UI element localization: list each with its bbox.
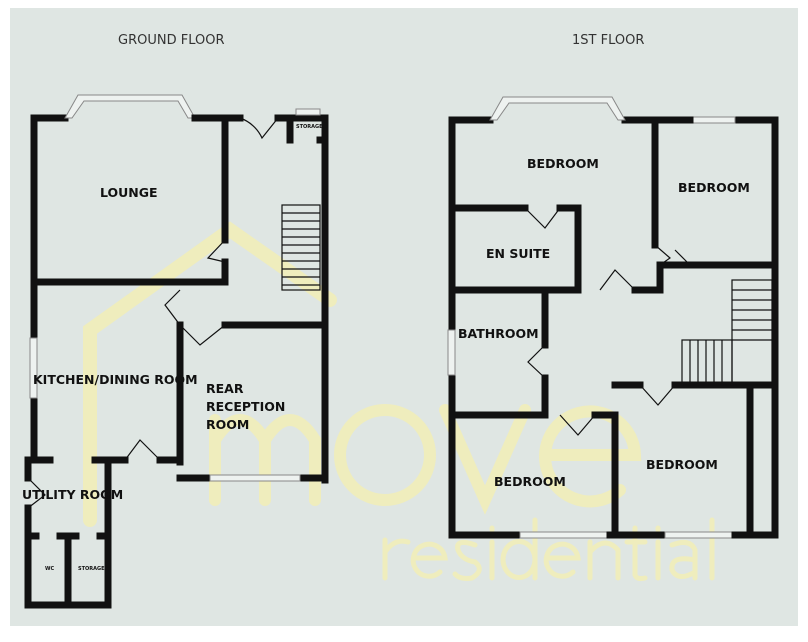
room-label-rear-reception: REAR bbox=[206, 381, 244, 396]
room-label-utility: UTILITY ROOM bbox=[22, 487, 123, 502]
ground-floor-title: GROUND FLOOR bbox=[118, 33, 224, 48]
room-label-rear-reception: ROOM bbox=[206, 417, 249, 432]
room-label-bedroom: BEDROOM bbox=[494, 474, 566, 489]
room-label-bathroom: BATHROOM bbox=[458, 326, 539, 341]
room-label-en-suite: EN SUITE bbox=[486, 246, 550, 261]
room-label-wc: WC bbox=[45, 566, 55, 572]
floorplan-background bbox=[10, 8, 798, 626]
room-label-storage-hall: STORAGE bbox=[296, 124, 323, 130]
watermark-move bbox=[209, 404, 642, 515]
room-label-rear-reception: RECEPTION bbox=[206, 399, 285, 414]
first-floor-walls bbox=[447, 96, 779, 539]
room-label-lounge: LOUNGE bbox=[100, 185, 158, 200]
first-floor-stairs bbox=[681, 279, 773, 386]
room-label-bedroom: BEDROOM bbox=[678, 180, 750, 195]
first-floor-title: 1ST FLOOR bbox=[572, 33, 644, 48]
ground-floor-walls bbox=[24, 94, 329, 609]
room-label-kitchen: KITCHEN/DINING ROOM bbox=[33, 372, 198, 387]
room-label-bedroom: BEDROOM bbox=[646, 457, 718, 472]
room-label-bedroom: BEDROOM bbox=[527, 156, 599, 171]
room-label-storage: STORAGE bbox=[78, 566, 105, 572]
watermark-residential bbox=[382, 517, 715, 582]
ground-floor-stairs bbox=[281, 204, 321, 291]
watermark-logo bbox=[83, 221, 715, 582]
